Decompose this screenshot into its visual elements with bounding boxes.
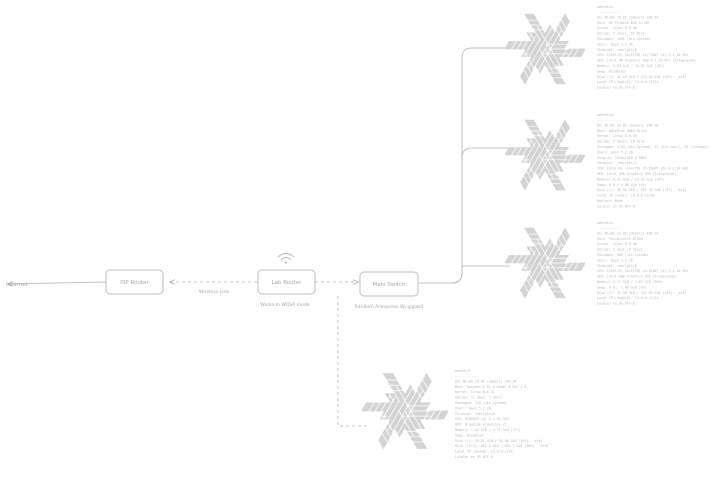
- terminal-line: GPU: Intel UHD Graphics 630 [Integrated]: [597, 275, 676, 279]
- nixos-logo-icon: [359, 370, 450, 453]
- terminal-line: Memory: 6.12 GiB / 15.50 GiB (39%): [597, 177, 665, 181]
- terminal-line: Uptime: 5 hours, 18 mins: [597, 140, 645, 144]
- terminal-line: Local IP (enp1s0): 10.0.0.11/24: [597, 80, 659, 84]
- terminal-line: GPU: Intel HD Graphics 630 @ 1.10 GHz [I…: [597, 59, 696, 63]
- terminal-line: Swap: 0 B / 2.00 GiB (0%): [597, 285, 647, 289]
- terminal-line: Kernel: Linux 6.6.31: [455, 390, 495, 394]
- terminal-line: Memory: 3.84 GiB / 15.52 GiB (25%): [597, 64, 665, 68]
- isp-router-node[interactable]: ISP Router: [105, 269, 164, 295]
- terminal-line: Locale: en_US.UTF-8: [597, 86, 635, 90]
- terminal-line: Packages: 968 (nix-system): [597, 253, 649, 257]
- server-node[interactable]: neofetch ------------OS: NixOS 24.05 (Ua…: [359, 369, 548, 459]
- terminal-line: Locale: en_US.UTF-8: [455, 455, 493, 459]
- terminal-line: GPU: Broadcom VideoCore VI: [455, 423, 507, 427]
- terminal-line: Display: 1920x1080 @ 60Hz: [597, 156, 647, 160]
- terminal-line: Shell: bash 5.2.26: [455, 406, 491, 410]
- terminal-output: ------------OS: NixOS 24.05 (Uakari) x86…: [597, 118, 708, 208]
- terminal-line: Terminal: /dev/pts/0: [597, 48, 637, 52]
- server-node[interactable]: neofetch ------------OS: NixOS 24.05 (Ua…: [503, 221, 689, 306]
- terminal-line: OS: NixOS 24.05 (Uakari) x86_64: [597, 231, 659, 235]
- terminal-line: Packages: 743 (nix-system): [455, 401, 507, 405]
- switch-to-server-3-link: [451, 265, 510, 284]
- terminal-line: Terminal: /dev/pts/0: [455, 412, 495, 416]
- server-title: neofetch: [455, 369, 471, 373]
- server-title: neofetch: [597, 5, 613, 9]
- terminal-output: ------------OS: NixOS 24.05 (Uakari) x86…: [455, 374, 548, 459]
- terminal-line: Disk (/): 18.22 GiB / 58.96 GiB (31%) - …: [455, 439, 542, 443]
- lab-router-label: Lab Router: [272, 280, 303, 286]
- terminal-output: ------------OS: NixOS 24.05 (Uakari) x86…: [597, 226, 688, 306]
- terminal-line: Shell: bash 5.2.26: [597, 258, 633, 262]
- internet-label: Internet: [6, 282, 29, 288]
- terminal-line: Shell: bash 5.2.26: [597, 42, 633, 46]
- isp-to-internet-link: [8, 282, 107, 284]
- terminal-line: Kernel: Linux 6.6.40: [597, 134, 637, 138]
- nixos-logo-icon: [503, 225, 588, 302]
- terminal-line: Battery: None: [597, 199, 623, 203]
- terminal-line: Shell: bash 5.2.26: [597, 150, 633, 154]
- terminal-line: Packages: 1244 (nix-system), 17 (nix-use…: [597, 145, 708, 149]
- terminal-line: Local IP (wlan0): 10.0.0.2/24: [455, 450, 513, 454]
- terminal-line: Kernel: Linux 6.6.40: [597, 242, 637, 246]
- terminal-line: Terminal: /dev/pts/0: [597, 264, 637, 268]
- terminal-line: ------------: [597, 226, 621, 230]
- lab-router-node[interactable]: Lab Router: [257, 269, 316, 295]
- terminal-line: Memory: 1.02 GiB / 3.71 GiB (27%): [455, 428, 521, 432]
- main-switch-caption: Random Aliexpress 8p gigabit: [355, 304, 424, 310]
- terminal-line: ------------: [455, 374, 479, 378]
- nixos-logo-icon: [503, 117, 588, 194]
- terminal-line: Disk (/): 96.44 GiB / 465.76 GiB (21%) -…: [597, 188, 686, 192]
- terminal-line: ------------: [597, 118, 621, 122]
- terminal-line: Swap: 0 B / 4.00 GiB (0%): [597, 183, 647, 187]
- terminal-line: Swap: Disabled: [597, 69, 625, 73]
- terminal-line: ------------: [597, 10, 621, 14]
- terminal-line: Disk (/srv): 612.4 GiB / 931.5 GiB (66%)…: [455, 444, 548, 448]
- terminal-line: Uptime: 3 hours, 52 mins: [597, 32, 645, 36]
- terminal-output: ------------OS: NixOS 24.05 (Uakari) x86…: [597, 10, 696, 90]
- main-switch-label: Main Switch: [372, 282, 406, 288]
- main-switch-node[interactable]: Main Switch: [359, 271, 419, 297]
- server-title: neofetch: [597, 113, 613, 117]
- terminal-line: CPU: Intel(R) Core(TM) i5-7500T (4) @ 3.…: [597, 53, 688, 57]
- terminal-line: Uptime: 11 days, 7 hours: [455, 396, 503, 400]
- terminal-line: CPU: Intel(R) Core(TM) i5-8500T (6) @ 3.…: [597, 167, 688, 171]
- wifi-icon: [277, 253, 295, 264]
- nixos-logo-icon: [503, 11, 588, 88]
- isp-router-label: ISP Router: [120, 280, 149, 286]
- server-title: neofetch: [597, 221, 613, 225]
- wireless-link-label: Wireless Link: [199, 289, 229, 295]
- terminal-line: Host: OptiPlex 3060 Micro: [597, 129, 647, 133]
- terminal-line: Terminal: /dev/pts/1: [597, 161, 637, 165]
- terminal-line: OS: NixOS 24.05 (Uakari) x86_64: [597, 123, 659, 127]
- terminal-line: Kernel: Linux 6.6.40: [597, 26, 637, 30]
- terminal-line: Host: ThinkCentre M720q: [597, 237, 643, 241]
- terminal-line: Disk (/): 31.90 GiB / 232.89 GiB (14%) -…: [597, 291, 686, 295]
- terminal-line: GPU: Intel UHD Graphics 630 [Integrated]: [597, 172, 676, 176]
- switch-to-server-2-link: [451, 147, 510, 284]
- terminal-line: Memory: 2.71 GiB / 7.63 GiB (35%): [597, 280, 663, 284]
- terminal-line: Swap: Disabled: [455, 433, 483, 437]
- terminal-line: Host: HP ProDesk 600 G3 DM: [597, 21, 649, 25]
- lab-router-caption: Works in WDSP mode: [260, 302, 310, 308]
- terminal-line: OS: NixOS 24.05 (Uakari) x86_64: [455, 379, 517, 383]
- terminal-line: Locale: en_US.UTF-8: [597, 302, 635, 306]
- terminal-line: Disk (/): 42.18 GiB / 233.24 GiB (18%) -…: [597, 75, 686, 79]
- server-node[interactable]: neofetch ------------OS: NixOS 24.05 (Ua…: [503, 5, 697, 90]
- terminal-line: Uptime: 2 days, 4 hours: [597, 248, 643, 252]
- terminal-line: Local IP (eno1): 10.0.0.12/24: [597, 194, 655, 198]
- connections: [8, 47, 510, 427]
- terminal-line: CPU: Intel(R) Core(TM) i3-8100T (4) @ 3.…: [597, 269, 688, 273]
- terminal-line: Local IP (enp2s0): 10.0.0.13/24: [597, 296, 659, 300]
- switch-to-server-1-link: [419, 47, 510, 284]
- terminal-line: Locale: en_US.UTF-8: [597, 204, 635, 208]
- terminal-line: CPU: BCM2835 (4) @ 1.80 GHz: [455, 417, 509, 421]
- terminal-line: Host: Raspberry Pi 4 Model B Rev 1.4: [455, 385, 526, 389]
- router-to-server-4-link: [337, 296, 366, 427]
- terminal-line: Packages: 1091 (nix-system): [597, 37, 651, 41]
- server-node[interactable]: neofetch ------------OS: NixOS 24.05 (Ua…: [503, 113, 709, 208]
- terminal-line: OS: NixOS 24.05 (Uakari) x86_64: [597, 15, 659, 19]
